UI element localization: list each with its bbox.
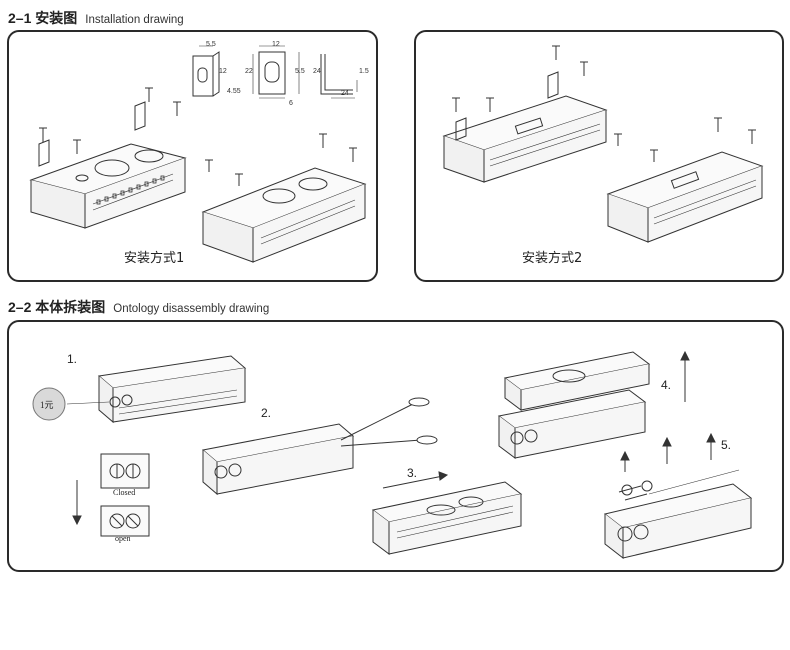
dim-label: 22 bbox=[245, 68, 253, 75]
dim-label: 12 bbox=[272, 41, 280, 48]
installation-1-drawing bbox=[29, 45, 367, 263]
installation-caption-1: 安装方式1 bbox=[124, 251, 185, 266]
dim-label: 12 bbox=[219, 68, 227, 75]
section-1-number: 2–1 安装图 bbox=[8, 10, 78, 26]
step-label-3: 3. bbox=[407, 466, 418, 480]
dim-label: 4.55 bbox=[227, 88, 241, 95]
step-label-2: 2. bbox=[261, 406, 272, 420]
disassembly-drawing bbox=[32, 350, 753, 560]
dim-label: 1.5 bbox=[359, 68, 369, 75]
installation-panel-1: 5.5 12 22 12 4.55 5.5 6 24 1.5 24 安装方式1 bbox=[7, 30, 378, 282]
closed-label: Closed bbox=[113, 488, 136, 497]
open-label: open bbox=[115, 534, 131, 543]
installation-panel-2: 安装方式2 bbox=[414, 30, 784, 282]
installation-2-drawing bbox=[442, 45, 764, 243]
step-label-5: 5. bbox=[721, 438, 732, 452]
dim-label: 5.5 bbox=[295, 68, 305, 75]
section-2-heading: 2–2 本体拆装图 Ontology disassembly drawing bbox=[8, 297, 269, 317]
installation-caption-2: 安装方式2 bbox=[522, 251, 583, 266]
disassembly-panel: 1. 2. 3. 4. 5. 1元 Closed open bbox=[7, 320, 784, 572]
dim-label: 24 bbox=[341, 90, 349, 97]
dim-label: 24 bbox=[313, 68, 321, 75]
section-1-heading: 2–1 安装图 Installation drawing bbox=[8, 8, 184, 28]
section-2-number: 2–2 本体拆装图 bbox=[8, 299, 106, 315]
dim-label: 5.5 bbox=[206, 41, 216, 48]
step-label-1: 1. bbox=[67, 352, 78, 366]
section-1-title: Installation drawing bbox=[85, 14, 184, 26]
step-label-4: 4. bbox=[661, 378, 672, 392]
dim-label: 6 bbox=[289, 100, 293, 107]
section-2-title: Ontology disassembly drawing bbox=[113, 303, 270, 315]
coin-callout-label: 1元 bbox=[40, 400, 54, 410]
